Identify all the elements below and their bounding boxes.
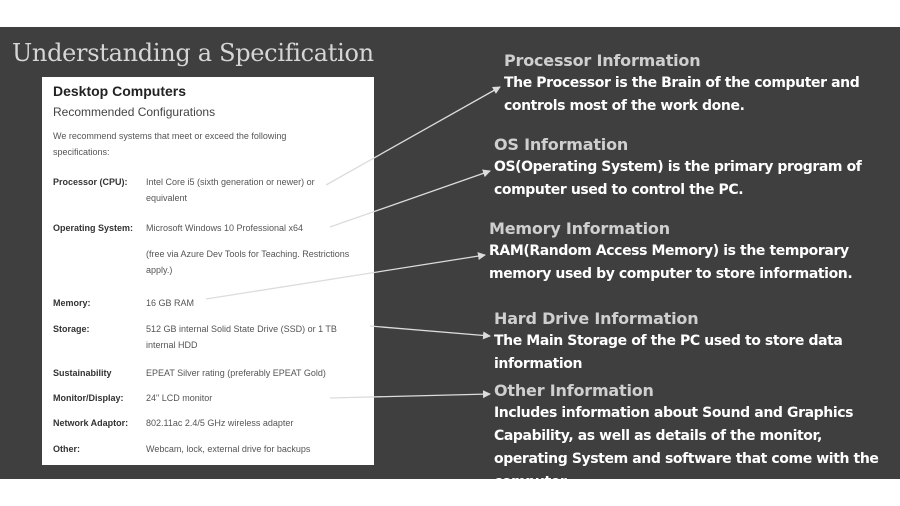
card-intro: We recommend systems that meet or exceed… [53, 131, 287, 157]
annotation-processor: Processor Information The Processor is t… [504, 51, 894, 118]
annotation-title: Processor Information [504, 51, 701, 70]
annotation-body: The Processor is the Brain of the comput… [504, 75, 860, 114]
spec-row-operating-system: Operating System: Microsoft Windows 10 P… [53, 220, 364, 278]
annotation-other: Other Information Includes information a… [494, 381, 898, 479]
slide: Understanding a Specification Desktop Co… [0, 27, 900, 479]
spec-row-other: Other: Webcam, lock, external drive for … [53, 441, 364, 457]
card-heading: Desktop Computers [53, 83, 187, 99]
spec-row-memory: Memory: 16 GB RAM [53, 295, 364, 311]
spec-value: EPEAT Silver rating (preferably EPEAT Go… [146, 368, 326, 378]
spec-row-storage: Storage: 512 GB internal Solid State Dri… [53, 321, 364, 353]
spec-row-network-adaptor: Network Adaptor: 802.11ac 2.4/5 GHz wire… [53, 415, 364, 431]
annotation-os: OS Information OS(Operating System) is t… [494, 135, 894, 202]
spec-value: Intel Core i5 (sixth generation or newer… [146, 177, 315, 203]
spec-label: Operating System: [53, 223, 134, 233]
spec-value-group: Microsoft Windows 10 Professional x64 (f… [146, 220, 351, 278]
spec-value: Microsoft Windows 10 Professional x64 [146, 223, 304, 233]
spec-row-monitor: Monitor/Display: 24" LCD monitor [53, 390, 364, 406]
annotation-title: Other Information [494, 381, 654, 400]
spec-value: 802.11ac 2.4/5 GHz wireless adapter [146, 418, 294, 428]
spec-card: Desktop Computers Recommended Configurat… [42, 77, 374, 465]
annotation-body: RAM(Random Access Memory) is the tempora… [489, 243, 853, 282]
spec-label: Monitor/Display: [53, 393, 124, 403]
slide-title: Understanding a Specification [12, 39, 374, 67]
spec-row-processor: Processor (CPU): Intel Core i5 (sixth ge… [53, 174, 364, 206]
spec-label: Storage: [53, 324, 90, 334]
spec-label: Sustainability [53, 368, 112, 378]
spec-value: 24" LCD monitor [146, 393, 213, 403]
card-subheading: Recommended Configurations [53, 105, 216, 119]
spec-label: Memory: [53, 298, 91, 308]
spec-label: Processor (CPU): [53, 177, 128, 187]
spec-label: Other: [53, 444, 80, 454]
spec-note: (free via Azure Dev Tools for Teaching. … [146, 249, 350, 275]
annotation-title: OS Information [494, 135, 629, 154]
annotation-body: Includes information about Sound and Gra… [494, 405, 879, 479]
annotation-body: The Main Storage of the PC used to store… [494, 333, 843, 372]
spec-value: 16 GB RAM [146, 298, 195, 308]
annotation-title: Memory Information [489, 219, 670, 238]
spec-row-sustainability: Sustainability EPEAT Silver rating (pref… [53, 365, 364, 381]
arrow-hard-drive [369, 325, 491, 340]
spec-value: Webcam, lock, external drive for backups [146, 444, 311, 454]
annotation-memory: Memory Information RAM(Random Access Mem… [489, 219, 894, 286]
spec-label: Network Adaptor: [53, 418, 129, 428]
annotation-hard-drive: Hard Drive Information The Main Storage … [494, 309, 894, 376]
spec-value: 512 GB internal Solid State Drive (SSD) … [146, 324, 337, 350]
annotation-body: OS(Operating System) is the primary prog… [494, 159, 862, 198]
annotation-title: Hard Drive Information [494, 309, 699, 328]
